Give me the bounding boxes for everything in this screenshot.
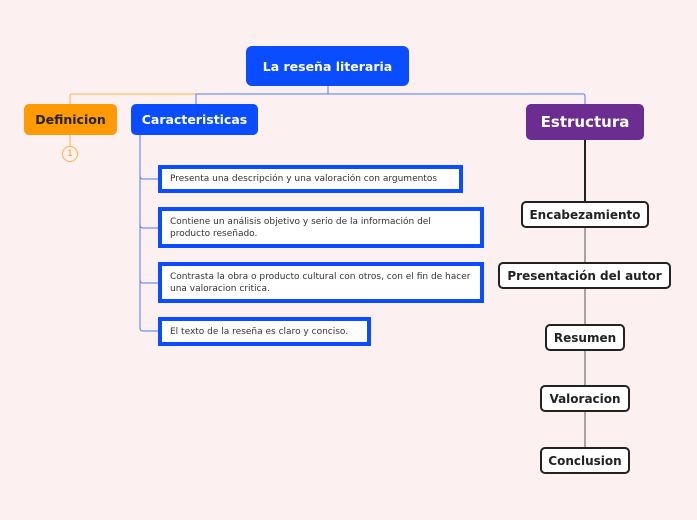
topic-definicion[interactable]: Definicion [24,104,117,135]
link-caracteristicas-item-3 [139,279,158,284]
topic-estructura[interactable]: Estructura [526,104,644,140]
link-root-estructura [327,86,586,104]
link-caracteristicas-spine [139,135,158,332]
link-root-caracteristicas [195,86,329,104]
link-caracteristicas-item-2 [139,224,158,229]
caracteristica-item-4[interactable]: El texto de la reseña es claro y conciso… [158,317,371,346]
root-topic[interactable]: La reseña literaria [246,46,409,86]
collapsed-count-badge[interactable]: 1 [62,146,78,162]
caracteristica-item-2[interactable]: Contiene un análisis objetivo y serio de… [158,207,484,248]
estructura-item-conclusion[interactable]: Conclusion [540,447,630,474]
topic-caracteristicas[interactable]: Caracteristicas [131,104,258,135]
estructura-item-valoracion[interactable]: Valoracion [540,385,630,412]
caracteristica-item-3[interactable]: Contrasta la obra o producto cultural co… [158,262,484,303]
estructura-item-encabezamiento[interactable]: Encabezamiento [521,201,649,228]
estructura-item-resumen[interactable]: Resumen [545,324,625,351]
estructura-item-presentacion-autor[interactable]: Presentación del autor [498,262,671,289]
link-root-definicion [69,86,329,104]
link-caracteristicas-item-1 [139,175,158,180]
caracteristica-item-1[interactable]: Presenta una descripción y una valoració… [158,165,463,193]
